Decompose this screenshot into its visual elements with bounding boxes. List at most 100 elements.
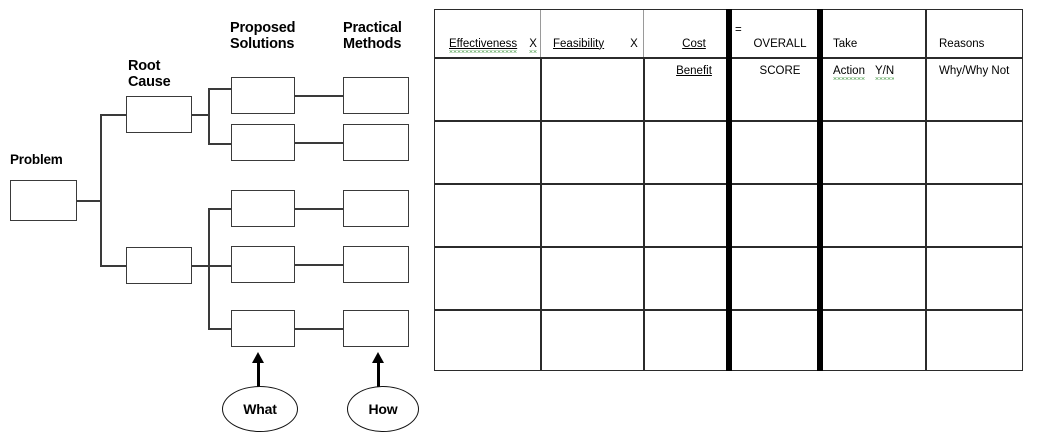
solution-scoring-matrix: Effectiveness X Feasibility X Cost Benefit… <box>434 9 1023 371</box>
matrix-row <box>435 184 1022 246</box>
matrix-cell-cost-benefit[interactable] <box>645 247 724 309</box>
matrix-header-cost-label: Cost <box>682 37 706 50</box>
matrix-cell-effectiveness[interactable] <box>437 58 538 120</box>
matrix-cell-overall-score[interactable] <box>732 310 815 369</box>
connector-bus-upper-to-solution-1 <box>208 88 232 90</box>
matrix-cell-overall-score[interactable] <box>732 247 815 309</box>
matrix-header-feasibility-label: Feasibility <box>553 37 605 50</box>
matrix-header-cost-benefit: Cost Benefit <box>667 24 721 78</box>
how-arrow-head <box>372 352 384 363</box>
matrix-cell-cost-benefit[interactable] <box>645 121 724 183</box>
matrix-row <box>435 58 1022 120</box>
matrix-cell-effectiveness[interactable] <box>437 121 538 183</box>
practical-method-box-2[interactable] <box>343 124 409 161</box>
matrix-cell-take-action[interactable] <box>824 247 923 309</box>
matrix-cell-overall-score[interactable] <box>732 58 815 120</box>
connector-problem-to-spine <box>77 200 101 202</box>
connector-root-cause-1-out <box>192 114 209 116</box>
connector-root-cause-2-out <box>192 265 209 267</box>
matrix-cell-overall-score[interactable] <box>732 121 815 183</box>
connector-solution-5-to-method-5 <box>295 328 343 330</box>
connector-spine-to-root-cause-1 <box>100 114 127 116</box>
matrix-cell-cost-benefit[interactable] <box>645 310 724 369</box>
connector-spine-vertical <box>100 114 102 265</box>
matrix-cell-cost-benefit[interactable] <box>645 58 724 120</box>
matrix-header-effectiveness-operator: X <box>529 37 537 53</box>
matrix-cell-feasibility[interactable] <box>542 184 641 246</box>
matrix-header-overall-score: OVERALL SCORE <box>747 24 813 78</box>
practical-method-box-5[interactable] <box>343 310 409 347</box>
matrix-col-divider-5 <box>925 10 927 370</box>
matrix-col-divider-1 <box>540 57 542 370</box>
what-arrow-shaft <box>257 362 260 388</box>
problem-box[interactable] <box>10 180 77 221</box>
matrix-cell-feasibility[interactable] <box>542 58 641 120</box>
matrix-header-take-label: Take <box>833 37 858 50</box>
matrix-cell-reasons[interactable] <box>927 247 1021 309</box>
root-cause-box-2[interactable] <box>126 247 192 284</box>
proposed-solution-box-2[interactable] <box>231 124 295 161</box>
matrix-col-divider-header-1 <box>540 10 541 57</box>
matrix-header-reasons-label: Reasons <box>939 37 985 50</box>
connector-bus-lower-to-solution-4 <box>208 265 232 267</box>
connector-bus-lower-to-solution-5 <box>208 328 232 330</box>
matrix-cell-take-action[interactable] <box>824 58 923 120</box>
matrix-cell-overall-score[interactable] <box>732 184 815 246</box>
proposed-solution-box-4[interactable] <box>231 246 295 283</box>
callout-what-label: What <box>243 401 277 417</box>
proposed-solution-box-5[interactable] <box>231 310 295 347</box>
matrix-header-benefit-label: Benefit <box>676 64 712 77</box>
matrix-cell-take-action[interactable] <box>824 184 923 246</box>
matrix-header-overall-label: OVERALL <box>753 37 807 50</box>
practical-method-box-3[interactable] <box>343 190 409 227</box>
matrix-cell-effectiveness[interactable] <box>437 184 538 246</box>
matrix-cell-effectiveness[interactable] <box>437 310 538 369</box>
connector-bus-upper-to-solution-2 <box>208 143 232 145</box>
diagram-header-root-cause: Root Cause <box>128 58 171 90</box>
matrix-thick-divider-before-overall <box>726 9 732 371</box>
connector-solution-3-to-method-3 <box>295 208 343 210</box>
matrix-row <box>435 247 1022 309</box>
matrix-header-score-label: SCORE <box>759 64 801 77</box>
root-cause-tree-diagram: Root Cause Proposed Solutions Practical … <box>0 0 430 439</box>
matrix-header-action-label: Action <box>833 64 865 80</box>
matrix-cell-reasons[interactable] <box>927 58 1021 120</box>
matrix-cell-reasons[interactable] <box>927 121 1021 183</box>
connector-spine-to-root-cause-2 <box>100 265 127 267</box>
matrix-row <box>435 310 1022 369</box>
matrix-cell-reasons[interactable] <box>927 310 1021 369</box>
matrix-header-equals-operator: = <box>735 24 742 36</box>
branch-bus-upper <box>208 88 210 144</box>
proposed-solution-box-1[interactable] <box>231 77 295 114</box>
practical-method-box-4[interactable] <box>343 246 409 283</box>
matrix-row <box>435 121 1022 183</box>
matrix-cell-take-action[interactable] <box>824 121 923 183</box>
matrix-cell-cost-benefit[interactable] <box>645 184 724 246</box>
matrix-cell-take-action[interactable] <box>824 310 923 369</box>
proposed-solution-box-3[interactable] <box>231 190 295 227</box>
matrix-cell-reasons[interactable] <box>927 184 1021 246</box>
diagram-header-proposed-solutions: Proposed Solutions <box>230 20 296 52</box>
branch-bus-lower <box>208 208 210 329</box>
what-arrow-head <box>252 352 264 363</box>
root-cause-box-1[interactable] <box>126 96 192 133</box>
matrix-header-reasons: Reasons Why/Why Not <box>939 24 1009 78</box>
matrix-cell-feasibility[interactable] <box>542 247 641 309</box>
matrix-header-effectiveness-label: Effectiveness <box>449 37 518 53</box>
matrix-header-feasibility-operator: X <box>630 37 638 50</box>
callout-how[interactable]: How <box>347 386 419 432</box>
matrix-header-feasibility: Feasibility X <box>553 24 638 51</box>
matrix-cell-effectiveness[interactable] <box>437 247 538 309</box>
connector-solution-1-to-method-1 <box>295 95 343 97</box>
matrix-cell-feasibility[interactable] <box>542 121 641 183</box>
matrix-header-effectiveness: Effectiveness X <box>449 24 537 51</box>
callout-what[interactable]: What <box>222 386 298 432</box>
matrix-cell-feasibility[interactable] <box>542 310 641 369</box>
matrix-header-why-label: Why/Why Not <box>939 64 1010 77</box>
matrix-col-divider-header-2 <box>643 10 644 57</box>
practical-method-box-1[interactable] <box>343 77 409 114</box>
connector-solution-4-to-method-4 <box>295 264 343 266</box>
connector-solution-2-to-method-2 <box>295 142 343 144</box>
connector-bus-lower-to-solution-3 <box>208 208 232 210</box>
